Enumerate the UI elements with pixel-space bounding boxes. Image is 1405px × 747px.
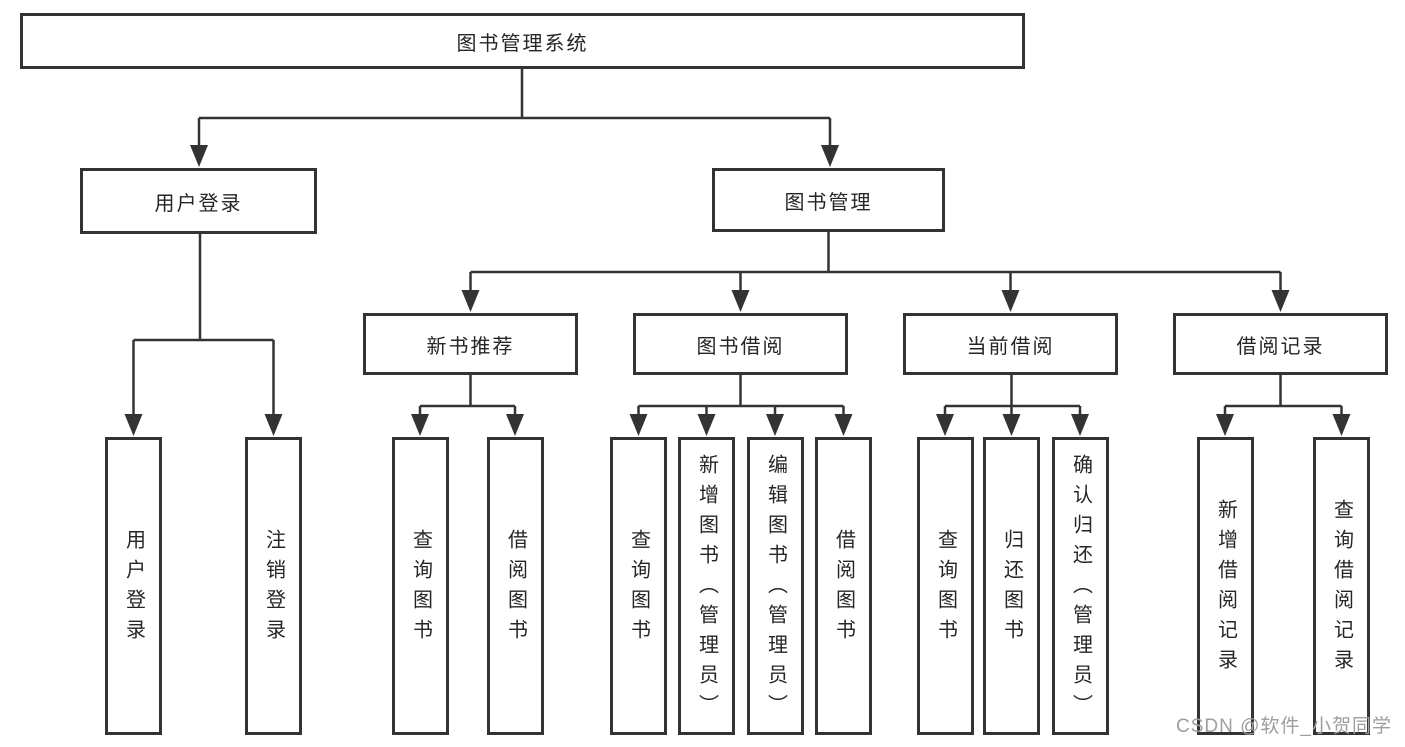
arrow-down-icon [190,145,208,167]
arrow-down-icon [461,290,480,312]
node-book-borrowing: 图书借阅 [633,313,848,375]
arrow-down-icon [731,290,750,312]
node-user-login: 用户登录 [80,168,317,234]
watermark: CSDN @软件_小贺同学 [1176,716,1392,737]
arrow-down-icon [1071,414,1089,436]
arrowheads [124,145,1351,436]
connector-path [132,69,1343,416]
leaf-query-borrow-record: 查询借阅记录 [1313,437,1370,735]
arrow-down-icon [1332,414,1351,436]
arrow-down-icon [936,414,954,436]
arrow-down-icon [1002,414,1021,436]
leaf-confirm-return-admin: 确认归还（管理员） [1052,437,1109,735]
arrow-down-icon [834,414,853,436]
node-new-book-recommend: 新书推荐 [363,313,578,375]
leaf-return-book: 归还图书 [983,437,1040,735]
arrow-down-icon [411,414,429,436]
leaf-user-login: 用户登录 [105,437,162,735]
node-current-borrowing: 当前借阅 [903,313,1118,375]
arrow-down-icon [506,414,524,436]
leaf-add-book-admin: 新增图书（管理员） [678,437,735,735]
arrow-down-icon [697,414,716,436]
leaf-borrow-books-1: 借阅图书 [487,437,544,735]
leaf-logout: 注销登录 [245,437,302,735]
leaf-query-books-1: 查询图书 [392,437,449,735]
arrow-down-icon [821,145,839,167]
leaf-query-books-2: 查询图书 [610,437,667,735]
arrow-down-icon [1216,414,1234,436]
arrow-down-icon [264,414,283,436]
leaf-query-books-3: 查询图书 [917,437,974,735]
arrow-down-icon [766,414,784,436]
node-borrowing-records: 借阅记录 [1173,313,1388,375]
arrow-down-icon [1271,290,1290,312]
leaf-borrow-books-2: 借阅图书 [815,437,872,735]
leaf-edit-book-admin: 编辑图书（管理员） [747,437,804,735]
node-root: 图书管理系统 [20,13,1025,69]
leaf-add-borrow-record: 新增借阅记录 [1197,437,1254,735]
arrow-down-icon [629,414,648,436]
arrow-down-icon [1001,290,1020,312]
arrow-down-icon [124,414,143,436]
node-book-management: 图书管理 [712,168,945,232]
